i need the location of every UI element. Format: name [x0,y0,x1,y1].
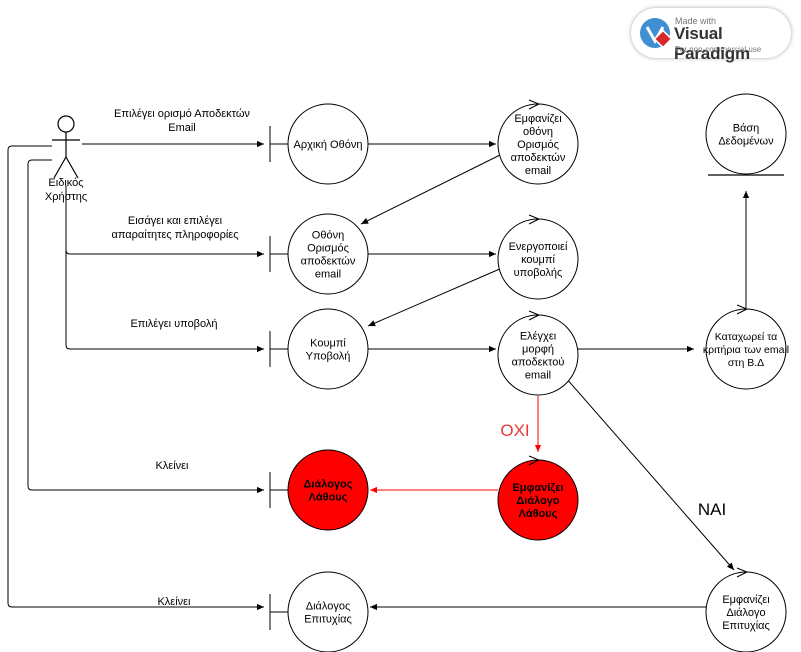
boundary-bar [269,594,288,630]
badge-brand: Visual Paradigm [674,24,750,63]
control-arrow [528,310,541,321]
visual-paradigm-badge: Made with Visual Paradigm For non-commer… [631,8,791,63]
badge-license: For non-commercial use [675,45,762,54]
node-arxiki-othoni: Αρχική Οθόνη [269,103,369,185]
edge-elegxei-epityxia [565,377,735,571]
label-kleinei-1: Κλείνει [155,460,189,472]
actor-eidikos-xristis [52,115,80,179]
label-oxi: ΟΧΙ [500,421,529,440]
boundary-bar [269,472,288,508]
node-label: Αρχική Οθόνη [294,139,363,151]
control-arrow [528,214,541,225]
boundary-bar [269,236,288,272]
label-epilegei-ypovoli: Επιλέγει υποβολή [130,318,217,330]
boundary-bar [269,126,288,162]
control-arrow [528,99,541,110]
label-kleinei-2: Κλείνει [157,596,191,608]
edge-actor-dialogos-epityxias [7,145,264,611]
edge-actor-koumpi [65,250,264,353]
control-arrow [528,455,541,466]
edge-actor-dialogos-lathous [27,159,264,494]
entity-circle [705,93,787,175]
connectors [7,140,750,611]
error-connectors [370,396,542,494]
control-arrow [736,304,749,315]
edge-energopoiei-koumpi [367,267,503,327]
edge-emfanizei-othoni [360,153,503,225]
control-arrow [736,567,749,578]
label-nai: ΝΑΙ [698,500,726,519]
badge-made-with: Made with [675,16,717,26]
boundary-bar [269,331,288,367]
visual-paradigm-logo-icon [640,18,671,49]
